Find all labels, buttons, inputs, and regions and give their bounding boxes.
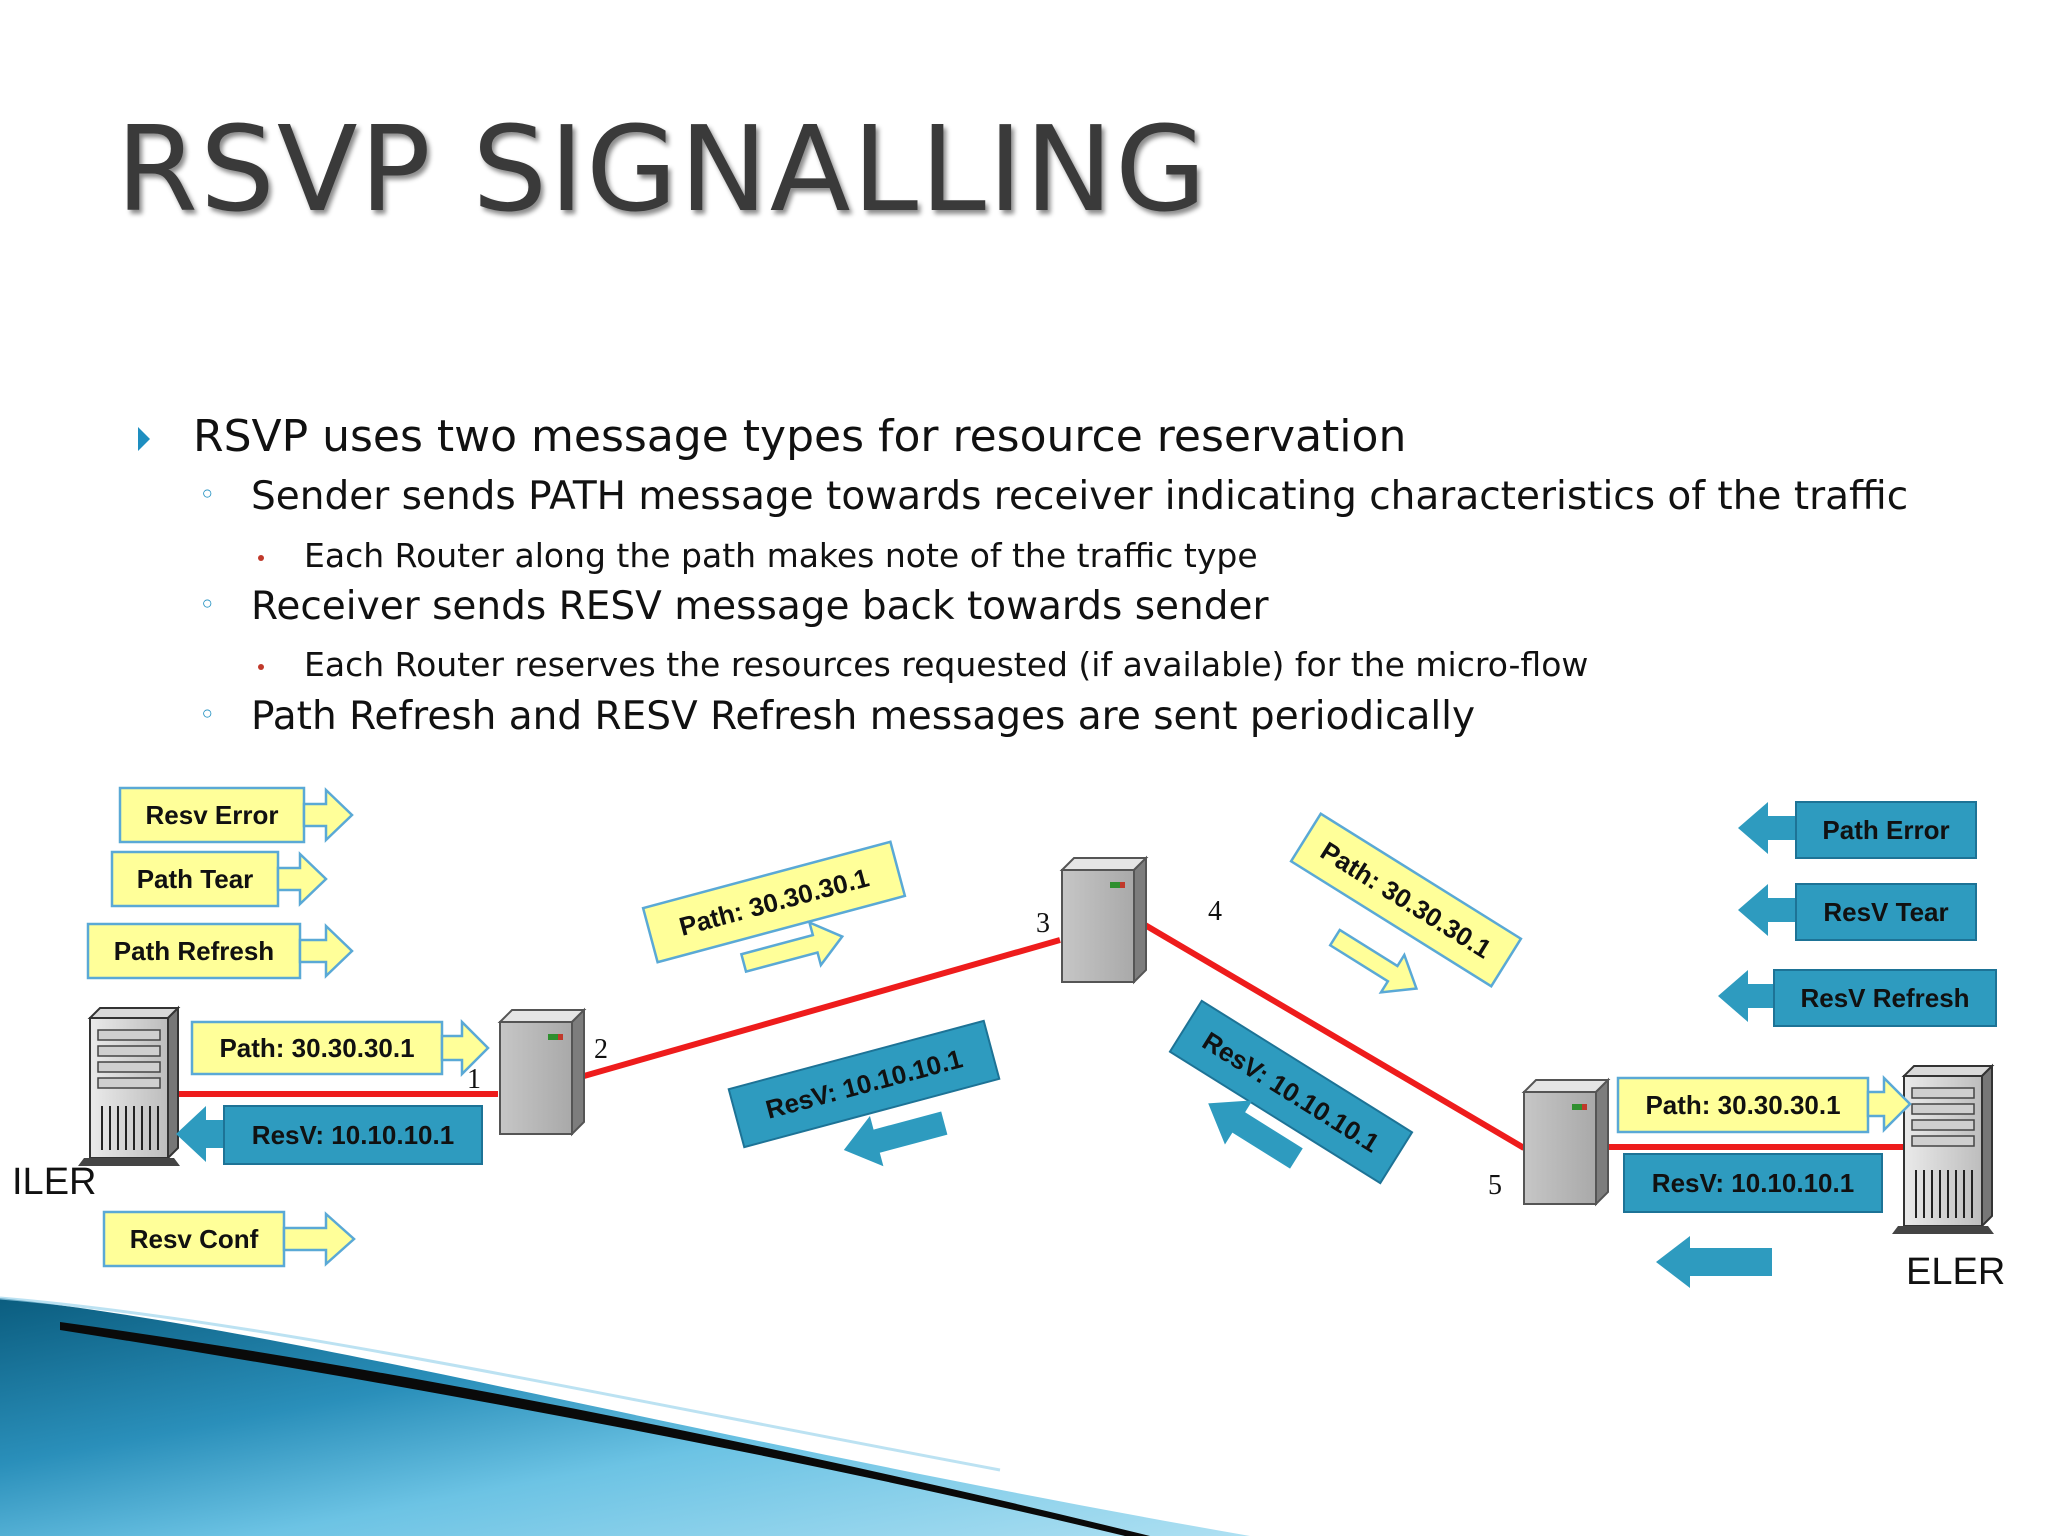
tower-server-iler	[78, 1005, 181, 1166]
link-r4-r5	[1143, 922, 1526, 1151]
node-number: 4	[1208, 896, 1222, 927]
legend-label: Path Tear	[137, 864, 254, 894]
legend-label: Path Error	[1822, 815, 1949, 845]
arrow-right-icon	[282, 1211, 356, 1267]
resv-message-eler: ResV: 10.10.10.1	[1623, 1153, 1883, 1213]
router-node	[1059, 855, 1149, 985]
path-message-label: Path: 30.30.30.1	[1645, 1090, 1840, 1120]
router-node	[497, 1007, 587, 1137]
node-number: 1	[467, 1064, 481, 1095]
legend-label: Resv Conf	[130, 1224, 259, 1254]
endpoint-label-iler: ILER	[12, 1161, 96, 1203]
arrow-right-icon	[298, 923, 354, 979]
legend-label: ResV Tear	[1823, 897, 1948, 927]
bullet-marker-dot	[258, 664, 264, 670]
path-message-label: Path: 30.30.30.1	[219, 1033, 414, 1063]
legend-label: Resv Error	[146, 800, 279, 830]
legend-item-path-refresh: Path Refresh	[86, 922, 354, 980]
arrow-right-icon	[302, 787, 354, 843]
legend-item-resv-tear: ResV Tear	[1738, 883, 1977, 941]
node-number: 2	[594, 1034, 608, 1065]
arrow-right-icon	[739, 920, 845, 974]
bullet-level2: Receiver sends RESV message back towards…	[251, 584, 1269, 629]
bullet-level2: Path Refresh and RESV Refresh messages a…	[251, 694, 1476, 739]
arrow-right-icon	[1866, 1074, 1912, 1134]
resv-message-label: ResV: 10.10.10.1	[252, 1120, 454, 1150]
slide-title: RSVP SIGNALLING	[116, 100, 1209, 238]
arrow-left-icon	[1656, 1236, 1772, 1288]
endpoint-label-eler: ELER	[1906, 1251, 2005, 1293]
arrow-left-icon	[843, 1111, 948, 1167]
bullet-level3: Each Router along the path makes note of…	[304, 536, 1258, 575]
bullet-level3: Each Router reserves the resources reque…	[304, 645, 1589, 684]
arrow-left-icon	[1738, 802, 1796, 854]
bullet-marker-circle: ◦	[199, 588, 216, 621]
link-r2-r3	[583, 937, 1061, 1079]
arrow-left-icon	[1208, 1100, 1303, 1169]
tower-server-eler	[1892, 1063, 1995, 1234]
arrow-right-icon	[276, 851, 328, 907]
arrow-right-icon	[1328, 928, 1419, 994]
node-number: 3	[1036, 908, 1050, 939]
arrow-left-icon	[1718, 970, 1774, 1022]
arrow-right-icon	[440, 1018, 490, 1078]
path-message-iler: Path: 30.30.30.1	[190, 1018, 490, 1078]
arrow-left-icon	[1738, 884, 1796, 936]
bullet-marker-arrow	[138, 427, 150, 451]
path-message-r2-r3: Path: 30.30.30.1	[641, 840, 907, 964]
legend-item-resv-refresh: ResV Refresh	[1718, 969, 1997, 1027]
resv-message-label: ResV: 10.10.10.1	[1652, 1168, 1854, 1198]
bullet-marker-circle: ◦	[199, 478, 216, 511]
bullet-marker-circle: ◦	[199, 698, 216, 731]
legend-item-resv-error: Resv Error	[118, 786, 354, 844]
router-node	[1521, 1077, 1611, 1207]
path-message-eler: Path: 30.30.30.1	[1616, 1074, 1912, 1134]
decorative-banner	[0, 1296, 1250, 1536]
legend-item-path-tear: Path Tear	[110, 850, 328, 908]
legend-label: ResV Refresh	[1800, 983, 1969, 1013]
arrow-left-icon	[176, 1106, 224, 1162]
bullet-level1: RSVP uses two message types for resource…	[193, 411, 1407, 462]
bullet-level2: Sender sends PATH message towards receiv…	[251, 474, 1909, 519]
legend-item-resv-conf: Resv Conf	[102, 1210, 356, 1268]
link-lines	[165, 922, 1918, 1151]
resv-message-iler: ResV: 10.10.10.1	[176, 1105, 483, 1165]
node-number: 5	[1488, 1170, 1502, 1201]
bullet-marker-dot	[258, 555, 264, 561]
legend-label: Path Refresh	[114, 936, 274, 966]
legend-item-path-error: Path Error	[1738, 801, 1977, 859]
